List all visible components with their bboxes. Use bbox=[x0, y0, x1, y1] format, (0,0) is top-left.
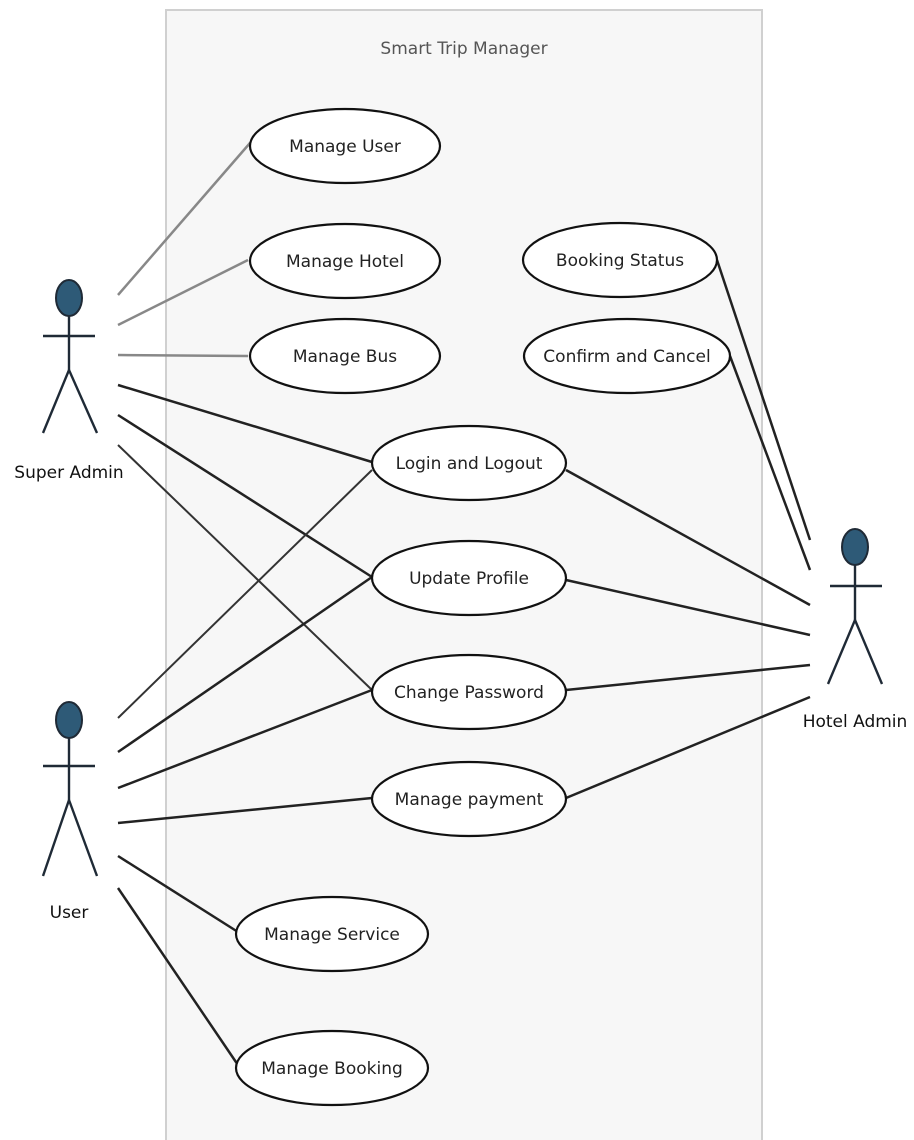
assoc-hoteladmin-manage-payment bbox=[565, 695, 811, 800]
use-case-label: Manage Bus bbox=[293, 347, 397, 367]
assoc-user-manage-payment bbox=[117, 796, 373, 825]
use-case-label: Manage Service bbox=[264, 925, 400, 945]
assoc-hoteladmin-change-password bbox=[565, 663, 811, 692]
use-case-label: Update Profile bbox=[409, 569, 529, 589]
assoc-user-login bbox=[117, 469, 373, 719]
system-title: Smart Trip Manager bbox=[380, 39, 547, 59]
use-case-label: Booking Status bbox=[556, 251, 684, 271]
assoc-superadmin-manage-bus bbox=[117, 353, 249, 358]
use-case-login-and-logout[interactable]: Login and Logout bbox=[370, 424, 568, 502]
use-case-label: Login and Logout bbox=[396, 454, 543, 474]
use-case-label: Manage Hotel bbox=[286, 252, 404, 272]
assoc-hoteladmin-login bbox=[565, 468, 811, 607]
actor-hotel-admin[interactable]: Hotel Admin bbox=[803, 528, 908, 732]
use-case-manage-service[interactable]: Manage Service bbox=[234, 895, 430, 973]
assoc-user-update-profile bbox=[117, 575, 373, 754]
actor-head-icon bbox=[841, 528, 869, 566]
assoc-hoteladmin-update-profile bbox=[565, 578, 811, 637]
actor-label: Super Admin bbox=[14, 463, 123, 483]
use-case-confirm-and-cancel[interactable]: Confirm and Cancel bbox=[522, 317, 732, 395]
use-case-label: Manage payment bbox=[395, 790, 544, 810]
assoc-superadmin-change-password bbox=[117, 444, 373, 691]
actor-label: User bbox=[50, 903, 89, 923]
assoc-user-change-password bbox=[117, 688, 373, 790]
use-case-manage-user[interactable]: Manage User bbox=[248, 107, 442, 185]
actor-label: Hotel Admin bbox=[803, 712, 908, 732]
assoc-hoteladmin-confirm-cancel bbox=[728, 355, 812, 571]
assoc-superadmin-manage-user bbox=[117, 142, 251, 296]
use-case-label: Change Password bbox=[394, 683, 544, 703]
actor-user[interactable]: User bbox=[41, 701, 99, 923]
use-case-manage-bus[interactable]: Manage Bus bbox=[248, 317, 442, 395]
actor-head-icon bbox=[55, 701, 83, 739]
use-case-booking-status[interactable]: Booking Status bbox=[521, 221, 719, 299]
use-case-label: Confirm and Cancel bbox=[543, 347, 710, 367]
use-case-manage-booking[interactable]: Manage Booking bbox=[234, 1029, 430, 1107]
use-case-change-password[interactable]: Change Password bbox=[370, 653, 568, 731]
assoc-superadmin-update-profile bbox=[117, 413, 373, 579]
assoc-superadmin-login bbox=[117, 383, 373, 464]
actor-head-icon bbox=[55, 279, 83, 317]
use-case-manage-hotel[interactable]: Manage Hotel bbox=[248, 222, 442, 300]
actor-super-admin[interactable]: Super Admin bbox=[14, 279, 124, 483]
assoc-hoteladmin-booking-status bbox=[715, 259, 812, 541]
use-case-label: Manage Booking bbox=[261, 1059, 403, 1079]
assoc-user-manage-service bbox=[117, 854, 239, 934]
assoc-user-manage-booking bbox=[116, 887, 242, 1069]
use-case-update-profile[interactable]: Update Profile bbox=[370, 539, 568, 617]
use-case-manage-payment[interactable]: Manage payment bbox=[370, 760, 568, 838]
use-case-label: Manage User bbox=[289, 137, 401, 157]
assoc-superadmin-manage-hotel bbox=[117, 258, 249, 327]
